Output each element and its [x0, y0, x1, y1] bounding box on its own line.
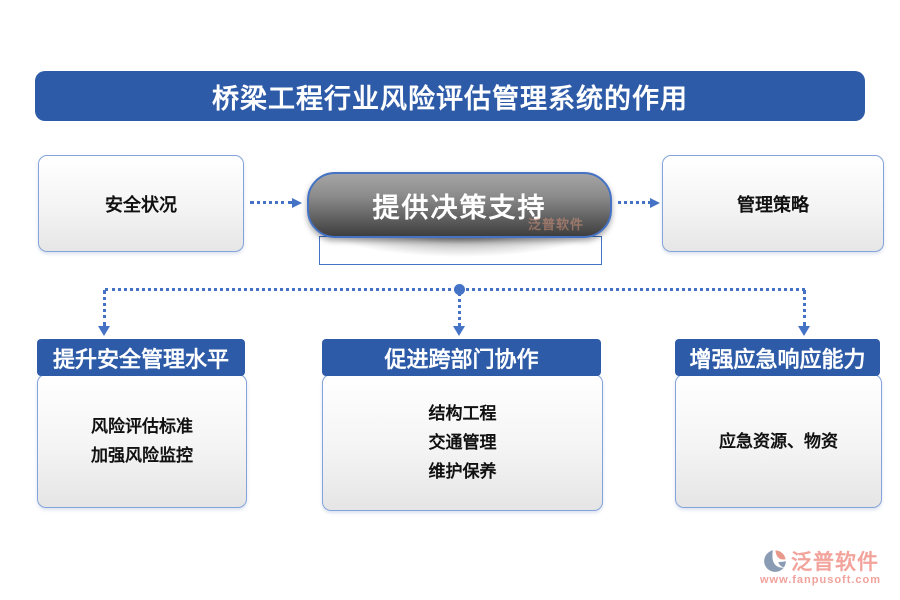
- page-title: 桥梁工程行业风险评估管理系统的作用: [35, 71, 865, 121]
- node-management-strategy: 管理策略: [662, 155, 884, 252]
- group-emergency-response-header: 增强应急响应能力: [675, 339, 880, 376]
- brand-url: www.fanpusoft.com: [759, 574, 882, 586]
- fanpu-logo-icon: [762, 548, 788, 574]
- group-collaboration-body: 结构工程 交通管理 维护保养: [322, 374, 603, 511]
- node-decision-support-label: 提供决策支持: [372, 192, 547, 223]
- watermark-text: 泛普软件: [527, 217, 584, 232]
- connector-to-group-2: [458, 293, 461, 326]
- group-item: 交通管理: [428, 433, 497, 452]
- arrowhead-down-icon: [798, 326, 810, 336]
- node-decision-support: 提供决策支持 泛普软件: [307, 172, 612, 238]
- connector-junction-dot: [454, 284, 465, 295]
- group-collaboration-header: 促进跨部门协作: [322, 339, 601, 376]
- arrowhead-down-icon: [453, 326, 465, 336]
- group-emergency-response-body: 应急资源、物资: [675, 374, 882, 508]
- connector-center-to-output: [618, 201, 651, 204]
- group-safety-management-header: 提升安全管理水平: [37, 339, 245, 376]
- connector-to-group-3: [803, 290, 806, 326]
- connector-to-group-1: [103, 290, 106, 326]
- group-item: 应急资源、物资: [719, 431, 838, 451]
- node-safety-status: 安全状况: [38, 155, 244, 252]
- footer-brand: 泛普软件 www.fanpusoft.com: [748, 546, 893, 586]
- group-item: 加强风险监控: [91, 446, 193, 465]
- arrowhead-down-icon: [98, 326, 110, 336]
- group-safety-management-body: 风险评估标准 加强风险监控: [37, 374, 247, 508]
- node-safety-status-label: 安全状况: [105, 194, 177, 215]
- connector-input-to-center: [250, 201, 292, 204]
- group-item: 维护保养: [428, 462, 497, 481]
- node-management-strategy-label: 管理策略: [737, 194, 809, 215]
- group-item: 结构工程: [428, 404, 497, 423]
- arrowhead-right-icon: [650, 198, 660, 208]
- brand-name: 泛普软件: [791, 550, 879, 574]
- group-item: 风险评估标准: [91, 417, 193, 436]
- center-node-reflection: [319, 236, 602, 265]
- arrowhead-right-icon: [292, 198, 302, 208]
